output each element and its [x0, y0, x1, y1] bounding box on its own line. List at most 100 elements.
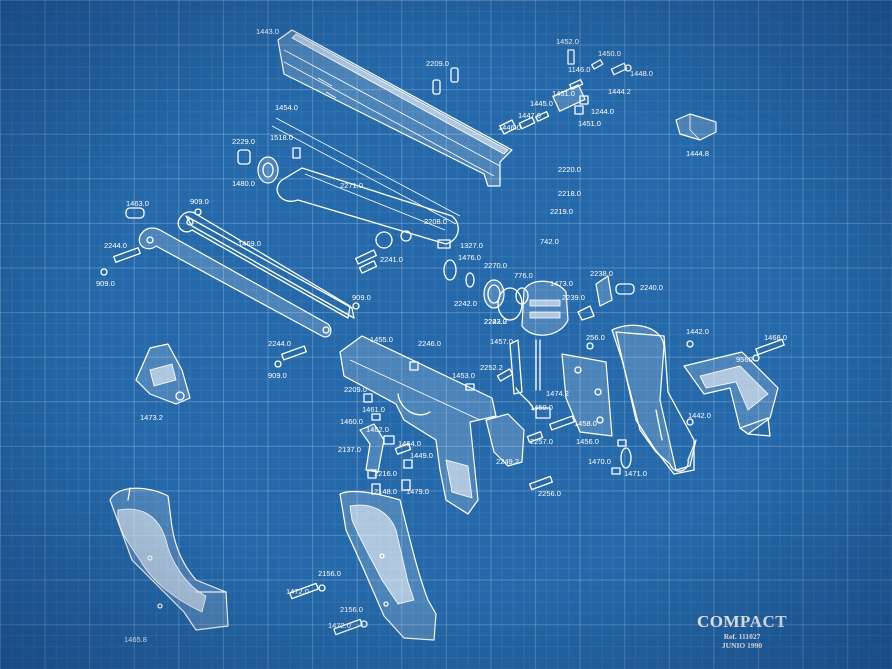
part-trigger-group: [359, 393, 413, 495]
part-number-label: 1480.0: [232, 179, 255, 188]
part-number-label: 9560: [736, 355, 753, 364]
part-number-label: 2238.0: [590, 269, 613, 278]
part-number-label: 1518.0: [270, 133, 293, 142]
part-number-label: 1457.0: [490, 337, 513, 346]
part-1444-8: [675, 113, 717, 141]
part-slide: [277, 29, 513, 187]
part-barrel: [237, 117, 461, 274]
part-number-label: 1446.0: [498, 123, 521, 132]
part-number-label: 1327.0: [460, 241, 483, 250]
part-number-label: 2209.0: [344, 385, 367, 394]
part-number-label: 2244.0: [104, 241, 127, 250]
part-magazine-housing: [683, 338, 785, 437]
part-center-grip: [289, 490, 437, 641]
part-number-label: 2148.0: [374, 487, 397, 496]
part-number-label: 1146.0: [568, 65, 590, 74]
part-rear-sight: [499, 49, 632, 135]
part-number-label: 1455.0: [370, 335, 393, 344]
part-number-label: 1459.0: [530, 403, 553, 412]
part-number-label: 1445.0: [530, 99, 553, 108]
part-number-label: 909.0: [352, 293, 371, 302]
part-number-label: 1443.0: [256, 27, 279, 36]
part-number-label: 1458.0: [574, 419, 597, 428]
part-number-label: 2271.0: [340, 181, 363, 190]
part-number-label: 776.0: [514, 271, 533, 280]
part-number-label: 1470.0: [588, 457, 611, 466]
part-1473-2: [135, 343, 191, 405]
part-number-label: 1461.0: [362, 405, 385, 414]
part-number-label: 1447.0: [518, 111, 541, 120]
part-number-label: 1479.0: [406, 487, 429, 496]
part-number-label: 2216.0: [374, 469, 397, 478]
part-number-label: 256.0: [586, 333, 605, 342]
part-number-label: 1465.8: [124, 635, 147, 644]
part-number-label: 1454.0: [275, 103, 298, 112]
part-number-label: 2246.0: [418, 339, 441, 348]
part-number-label: 1452.0: [556, 37, 579, 46]
part-number-label: 742.0: [540, 237, 559, 246]
part-pins-2209: [432, 67, 459, 95]
drawing-title: COMPACT: [697, 612, 788, 631]
part-number-label: 2242.2: [484, 317, 507, 326]
part-number-label: 1444.2: [608, 87, 631, 96]
part-number-label: 1464.0: [398, 439, 421, 448]
part-number-label: 909.0: [96, 279, 115, 288]
part-number-label: 2208.0: [424, 217, 447, 226]
part-number-label: 1472.0: [328, 621, 351, 630]
part-number-label: 1462.0: [366, 425, 389, 434]
part-number-label: 1444.8: [686, 149, 709, 158]
part-number-label: 2252.2: [480, 363, 503, 372]
part-number-label: 2249.2: [496, 457, 519, 466]
drawing-reference: Ref. 111027: [723, 632, 761, 641]
part-number-label: 2240.0: [640, 283, 663, 292]
part-number-label: 1473.2: [140, 413, 163, 422]
part-number-label: 1476.0: [458, 253, 481, 262]
part-number-label: 2229.0: [232, 137, 255, 146]
part-number-label: 1474.2: [546, 389, 569, 398]
part-number-label: 2223.0: [484, 317, 507, 326]
part-number-label: 2218.0: [558, 189, 581, 198]
part-hammer: [521, 275, 635, 391]
part-number-label: 1472.0: [286, 587, 309, 596]
part-number-label: 1469.0: [238, 239, 261, 248]
part-number-label: 2220.0: [558, 165, 581, 174]
part-number-label: 1442.0: [686, 327, 709, 336]
part-left-grip: [109, 487, 229, 631]
part-number-label: 1453.0: [452, 371, 475, 380]
part-number-label: 2137.0: [338, 445, 361, 454]
part-number-label: 1450.0: [598, 49, 621, 58]
part-number-label: 2244.0: [268, 339, 291, 348]
part-number-label: 1442.0: [688, 411, 711, 420]
part-spring-stack: [443, 259, 529, 321]
part-number-label: 1473.0: [550, 279, 573, 288]
part-number-label: 2257.0: [530, 437, 553, 446]
part-number-label: 2239.0: [562, 293, 585, 302]
part-link-bars: [100, 207, 360, 368]
part-number-label: 2270.0: [484, 261, 507, 270]
part-right-grip: [611, 324, 697, 475]
part-number-label: 2156.0: [340, 605, 363, 614]
part-number-label: 1244.0: [591, 107, 614, 116]
part-number-label: 1448.0: [630, 69, 653, 78]
part-number-label: 1463.0: [126, 199, 149, 208]
part-number-label: 2242.0: [454, 299, 477, 308]
part-number-label: 2256.0: [538, 489, 561, 498]
part-number-label: 2241.0: [380, 255, 403, 264]
title-block: COMPACT Ref. 111027 JUNIO 1990: [697, 612, 787, 650]
part-labels: 1443.0 2209.0 1452.0 1450.0 1146.0 1448.0 1444…: [96, 27, 787, 644]
part-sear-group: [485, 339, 575, 491]
part-number-label: 1451.0: [552, 89, 575, 98]
part-number-label: 1449.0: [410, 451, 433, 460]
part-number-label: 1456.0: [576, 437, 599, 446]
part-number-label: 909.0: [190, 197, 209, 206]
part-number-label: 2219.0: [550, 207, 573, 216]
part-frame: [339, 335, 497, 515]
part-number-label: 1471.0: [624, 469, 647, 478]
part-side-plate: [561, 342, 613, 437]
part-number-label: 2209.0: [426, 59, 449, 68]
drawing-date: JUNIO 1990: [721, 641, 763, 650]
part-number-label: 2156.0: [318, 569, 341, 578]
part-number-label: 1468.0: [764, 333, 787, 342]
